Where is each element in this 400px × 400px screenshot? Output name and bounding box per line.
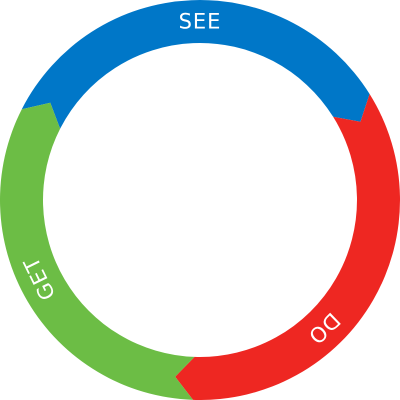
see-segment	[21, 0, 370, 129]
get-segment	[0, 102, 195, 400]
do-segment	[175, 94, 400, 400]
see-label: SEE	[179, 10, 222, 34]
